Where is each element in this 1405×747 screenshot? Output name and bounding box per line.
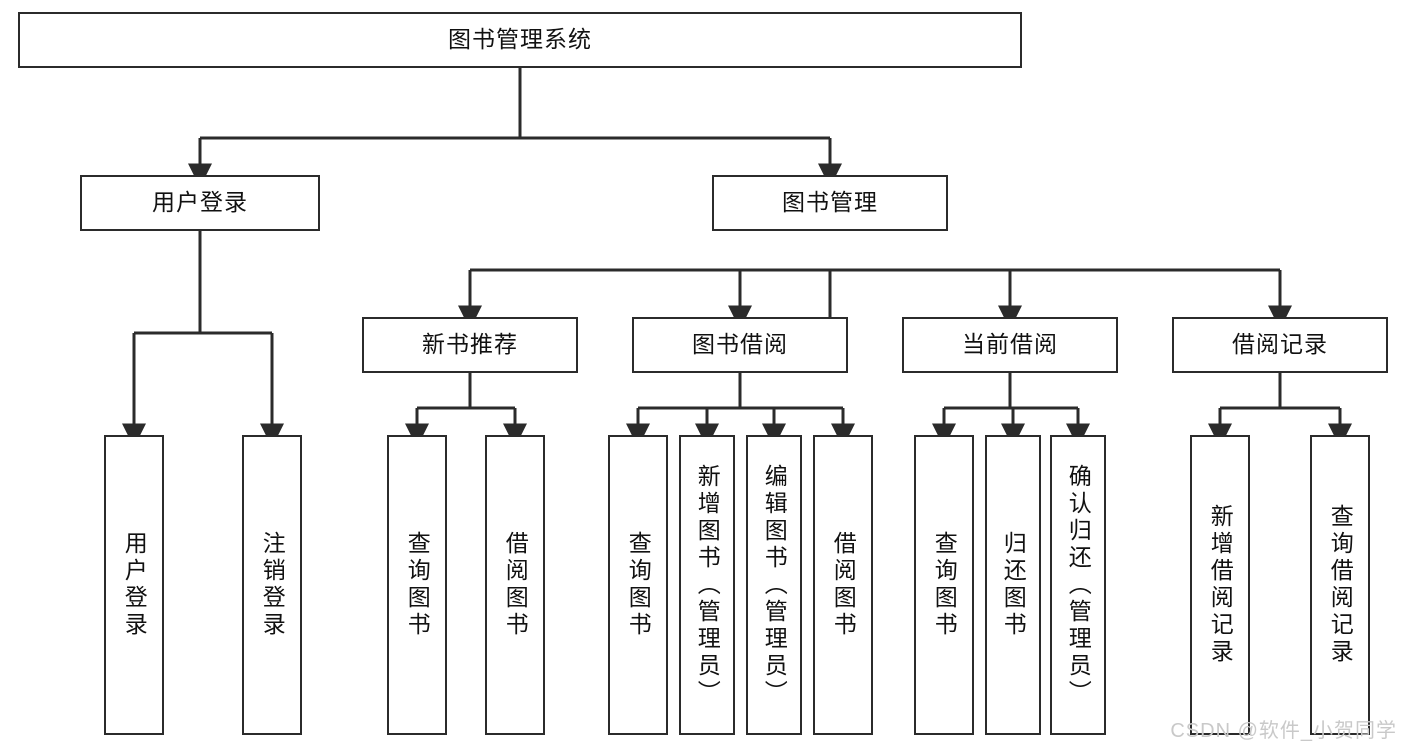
node-leaf-query-book-3-label: 查询图书	[931, 531, 958, 639]
node-leaf-add-book-label: 新增图书（管理员）	[694, 463, 721, 707]
edge-bookborrow-to-leaves	[626, 373, 855, 448]
node-leaf-borrow-book-1[interactable]: 借阅图书	[485, 435, 545, 735]
node-leaf-logout-label: 注销登录	[259, 531, 286, 639]
edge-bookmanage-to-children	[458, 268, 1292, 373]
node-leaf-user-login-label: 用户登录	[121, 531, 148, 639]
node-leaf-query-book-1[interactable]: 查询图书	[387, 435, 447, 735]
node-leaf-confirm-return-label: 确认归还（管理员）	[1065, 463, 1092, 707]
node-leaf-edit-book[interactable]: 编辑图书（管理员）	[746, 435, 802, 735]
node-user-login[interactable]: 用户登录	[80, 175, 320, 231]
node-leaf-query-book-1-label: 查询图书	[404, 531, 431, 639]
edge-root-to-level2	[188, 68, 842, 188]
node-current-borrow-label: 当前借阅	[962, 331, 1058, 358]
node-borrow-record[interactable]: 借阅记录	[1172, 317, 1388, 373]
node-new-book-rec[interactable]: 新书推荐	[362, 317, 578, 373]
edge-newbookrec-to-leaves	[405, 373, 527, 448]
node-book-borrow-label: 图书借阅	[692, 331, 788, 358]
node-root[interactable]: 图书管理系统	[18, 12, 1022, 68]
node-leaf-query-record-label: 查询借阅记录	[1327, 504, 1354, 666]
node-book-manage[interactable]: 图书管理	[712, 175, 948, 231]
node-leaf-confirm-return[interactable]: 确认归还（管理员）	[1050, 435, 1106, 735]
node-leaf-logout[interactable]: 注销登录	[242, 435, 302, 735]
edge-currentborrow-to-leaves	[932, 373, 1090, 448]
node-new-book-rec-label: 新书推荐	[422, 331, 518, 358]
node-leaf-query-book-2[interactable]: 查询图书	[608, 435, 668, 735]
node-leaf-edit-book-label: 编辑图书（管理员）	[761, 463, 788, 707]
node-leaf-add-record-label: 新增借阅记录	[1207, 504, 1234, 666]
edge-userlogin-to-leaves	[122, 231, 284, 448]
node-leaf-borrow-book-1-label: 借阅图书	[502, 531, 529, 639]
node-leaf-add-book[interactable]: 新增图书（管理员）	[679, 435, 735, 735]
node-leaf-borrow-book-2[interactable]: 借阅图书	[813, 435, 873, 735]
node-leaf-query-record[interactable]: 查询借阅记录	[1310, 435, 1370, 735]
node-leaf-return-book-label: 归还图书	[1000, 531, 1027, 639]
node-leaf-query-book-3[interactable]: 查询图书	[914, 435, 974, 735]
node-leaf-user-login[interactable]: 用户登录	[104, 435, 164, 735]
node-leaf-return-book[interactable]: 归还图书	[985, 435, 1041, 735]
node-book-borrow[interactable]: 图书借阅	[632, 317, 848, 373]
node-leaf-borrow-book-2-label: 借阅图书	[830, 531, 857, 639]
node-leaf-query-book-2-label: 查询图书	[625, 531, 652, 639]
node-leaf-add-record[interactable]: 新增借阅记录	[1190, 435, 1250, 735]
watermark: CSDN @软件_小贺同学	[1170, 720, 1397, 742]
node-root-label: 图书管理系统	[448, 26, 592, 53]
node-book-manage-label: 图书管理	[782, 189, 878, 216]
node-current-borrow[interactable]: 当前借阅	[902, 317, 1118, 373]
edge-borrowrecord-to-leaves	[1208, 373, 1352, 448]
node-user-login-label: 用户登录	[152, 189, 248, 216]
node-borrow-record-label: 借阅记录	[1232, 331, 1328, 358]
